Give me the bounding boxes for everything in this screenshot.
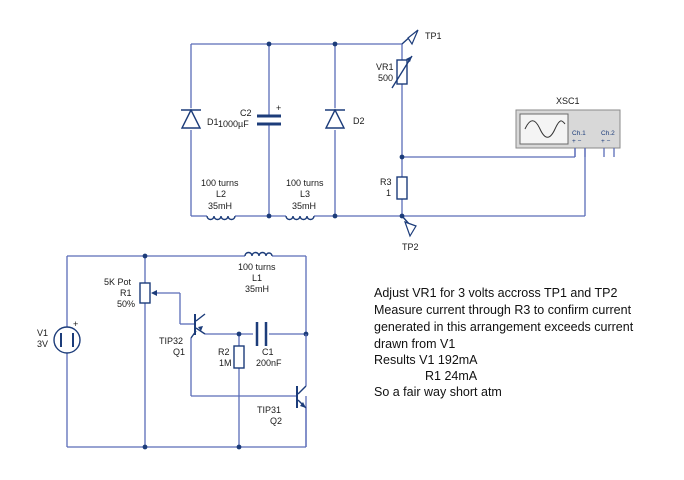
d1-label: D1 (207, 117, 219, 127)
test-point-tp2[interactable]: TP2 (401, 215, 419, 252)
note-line-7: So a fair way short atm (374, 385, 502, 399)
r2-ref: R2 (218, 347, 230, 357)
vr1-ref: VR1 (376, 62, 394, 72)
voltage-source-v1[interactable]: + V1 3V (37, 319, 81, 354)
l2-value: 35mH (208, 201, 232, 211)
inductor-l1[interactable]: 100 turns L1 35mH (238, 251, 276, 294)
r3-ref: R3 (380, 177, 392, 187)
note-line-1: Adjust VR1 for 3 volts accross TP1 and T… (374, 286, 617, 300)
note-line-5: Results V1 192mA (374, 353, 478, 367)
junction-dot (236, 444, 242, 450)
l2-turns: 100 turns (201, 178, 239, 188)
sine-wave-icon (524, 120, 566, 138)
l3-turns: 100 turns (286, 178, 324, 188)
scope-ch1-label: Ch.1 (572, 130, 586, 137)
scope-screen (519, 113, 569, 145)
v1-polarity: + (73, 319, 78, 329)
junction-dot (332, 213, 338, 219)
vr1-value: 500 (378, 73, 393, 83)
inductor-l3[interactable]: 100 turns L3 35mH (285, 178, 324, 221)
annotation-notes: Adjust VR1 for 3 volts accross TP1 and T… (374, 286, 634, 399)
v1-value: 3V (37, 339, 48, 349)
junction-dot (266, 41, 272, 47)
capacitor-c1[interactable]: C1 200nF (255, 322, 282, 368)
note-line-6: R1 24mA (425, 369, 478, 383)
variable-resistor-vr1[interactable]: VR1 500 (376, 55, 413, 89)
junction-dot (236, 331, 242, 337)
lower-circuit-wiring (66, 253, 309, 450)
scope-ref: XSC1 (556, 96, 580, 106)
resistor-r3[interactable]: R3 1 (380, 176, 408, 200)
q1-model: TIP32 (159, 336, 183, 346)
note-line-4: drawn from V1 (374, 337, 455, 351)
q1-ref: Q1 (173, 347, 185, 357)
r1-ref: R1 (120, 288, 132, 298)
l1-value: 35mH (245, 284, 269, 294)
r3-value: 1 (386, 188, 391, 198)
potentiometer-r1[interactable]: 5K Pot R1 50% (104, 277, 157, 309)
l2-ref: L2 (216, 189, 226, 199)
tp1-label: TP1 (425, 31, 442, 41)
r2-value: 1M (219, 358, 232, 368)
r1-value: 50% (117, 299, 135, 309)
c1-ref: C1 (262, 347, 274, 357)
scope-ch1-pins: + − (572, 138, 582, 145)
resistor-r2[interactable]: R2 1M (218, 345, 245, 369)
r1-type: 5K Pot (104, 277, 132, 287)
d2-label: D2 (353, 116, 365, 126)
c2-value: 1000µF (218, 119, 249, 129)
diode-d1[interactable]: D1 (180, 108, 219, 129)
c2-polarity: + (276, 103, 281, 113)
transistor-q1[interactable]: TIP32 Q1 (159, 313, 206, 357)
test-point-tp1[interactable]: TP1 (401, 29, 442, 46)
junction-dot (266, 213, 272, 219)
oscilloscope-xsc1[interactable]: XSC1 Ch.1 Ch.2 + − + − (515, 96, 621, 157)
l3-ref: L3 (300, 189, 310, 199)
scope-ch2-label: Ch.2 (601, 130, 615, 137)
scope-ch2-pins: + − (601, 138, 611, 145)
q2-model: TIP31 (257, 405, 281, 415)
upper-circuit-wiring (190, 41, 586, 219)
junction-dot (399, 154, 405, 160)
inductor-l2[interactable]: 100 turns L2 35mH (201, 178, 239, 221)
l1-turns: 100 turns (238, 262, 276, 272)
c1-value: 200nF (256, 358, 282, 368)
note-line-3: generated in this arrangement exceeds cu… (374, 320, 634, 334)
capacitor-c2[interactable]: + C2 1000µF (218, 103, 281, 129)
diode-d2[interactable]: D2 (324, 108, 365, 129)
junction-dot (142, 253, 148, 259)
transistor-q2[interactable]: TIP31 Q2 (257, 334, 307, 447)
c2-ref: C2 (240, 108, 252, 118)
note-line-2: Measure current through R3 to confirm cu… (374, 303, 632, 317)
junction-dot (332, 41, 338, 47)
junction-dot (142, 444, 148, 450)
v1-ref: V1 (37, 328, 48, 338)
l1-ref: L1 (252, 273, 262, 283)
q2-ref: Q2 (270, 416, 282, 426)
l3-value: 35mH (292, 201, 316, 211)
tp2-label: TP2 (402, 242, 419, 252)
